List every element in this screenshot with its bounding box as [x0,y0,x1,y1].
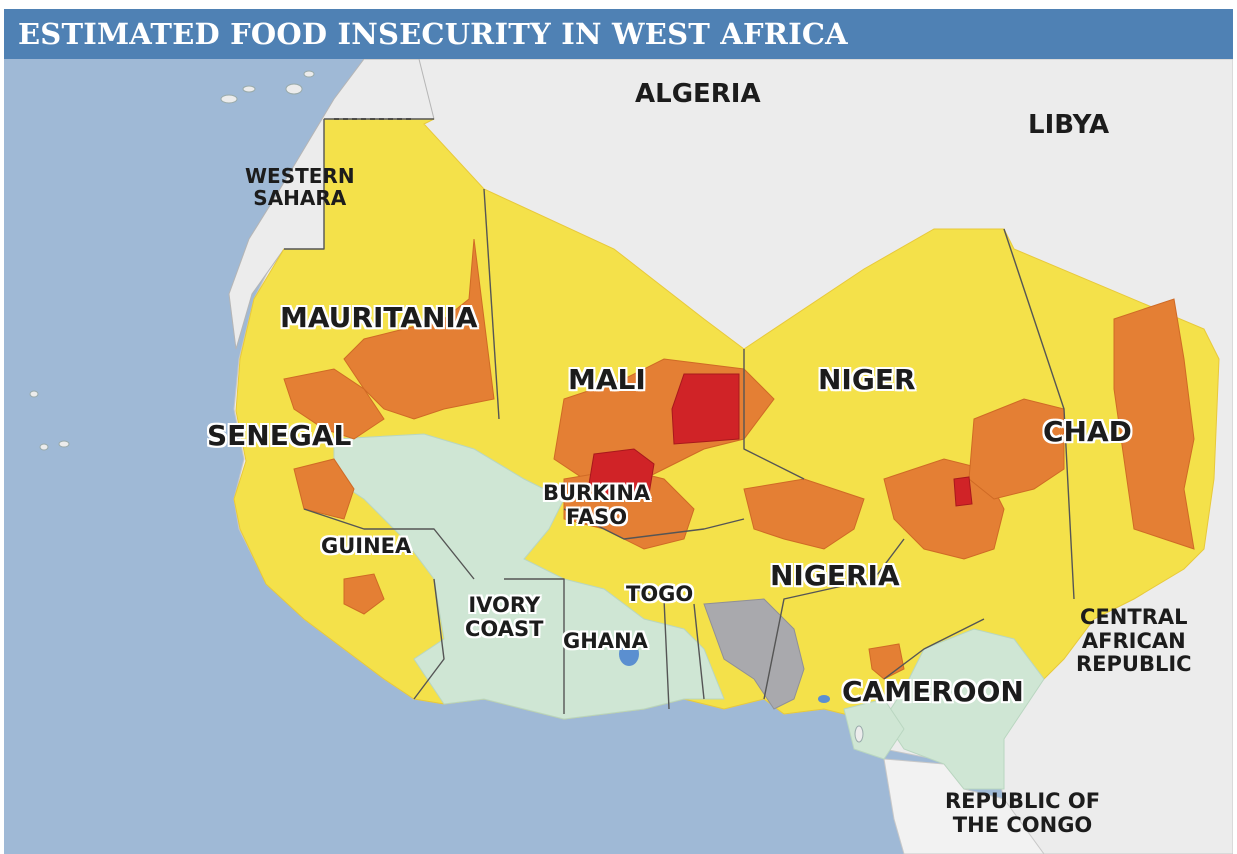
label-algeria: ALGERIA [635,79,761,109]
label-ivory-coast: IVORY COAST [465,593,544,641]
title-bar: ESTIMATED FOOD INSECURITY IN WEST AFRICA [4,9,1233,59]
label-ghana: GHANA [563,629,648,653]
crisis-zone-chad-central [968,398,1065,500]
crisis-zone-senegal [283,368,385,440]
lake-volta [619,642,639,666]
label-nigeria: NIGERIA [770,559,900,592]
emergency-zone-lake-chad [953,476,973,507]
lake [818,695,830,703]
label-burkina-faso: BURKINA FASO [543,481,651,529]
label-togo: TOGO [626,582,694,606]
crisis-zone-guinea-coast [343,573,385,615]
label-mauritania: MAURITANIA [280,301,478,334]
label-libya: LIBYA [1028,110,1110,140]
label-central-african-republic: CENTRAL AFRICAN REPUBLIC [1076,605,1192,677]
label-guinea: GUINEA [321,534,412,558]
emergency-zone-burkina [588,448,655,500]
label-cameroon: CAMEROON [842,675,1024,708]
country-borders [284,118,1075,714]
crisis-zone-chad-east [1113,298,1195,550]
label-niger: NIGER [818,363,916,396]
crisis-zone-lake-chad [883,458,1005,560]
islands [29,70,864,743]
crisis-zone-nigeria-west [743,478,865,550]
minimal-zone-south [843,698,905,760]
label-senegal: SENEGAL [207,419,352,452]
crisis-zone-west-coast [293,458,355,520]
label-mali: MALI [568,363,646,396]
label-republic-of-the-congo: REPUBLIC OF THE CONGO [945,789,1101,837]
map-title: ESTIMATED FOOD INSECURITY IN WEST AFRICA [18,17,848,51]
food-insecurity-map [4,59,1233,854]
emergency-zone-mali [671,373,740,445]
crisis-zone-mauritania [343,238,495,420]
label-chad: CHAD [1043,415,1132,448]
label-western-sahara: WESTERN SAHARA [245,164,355,211]
